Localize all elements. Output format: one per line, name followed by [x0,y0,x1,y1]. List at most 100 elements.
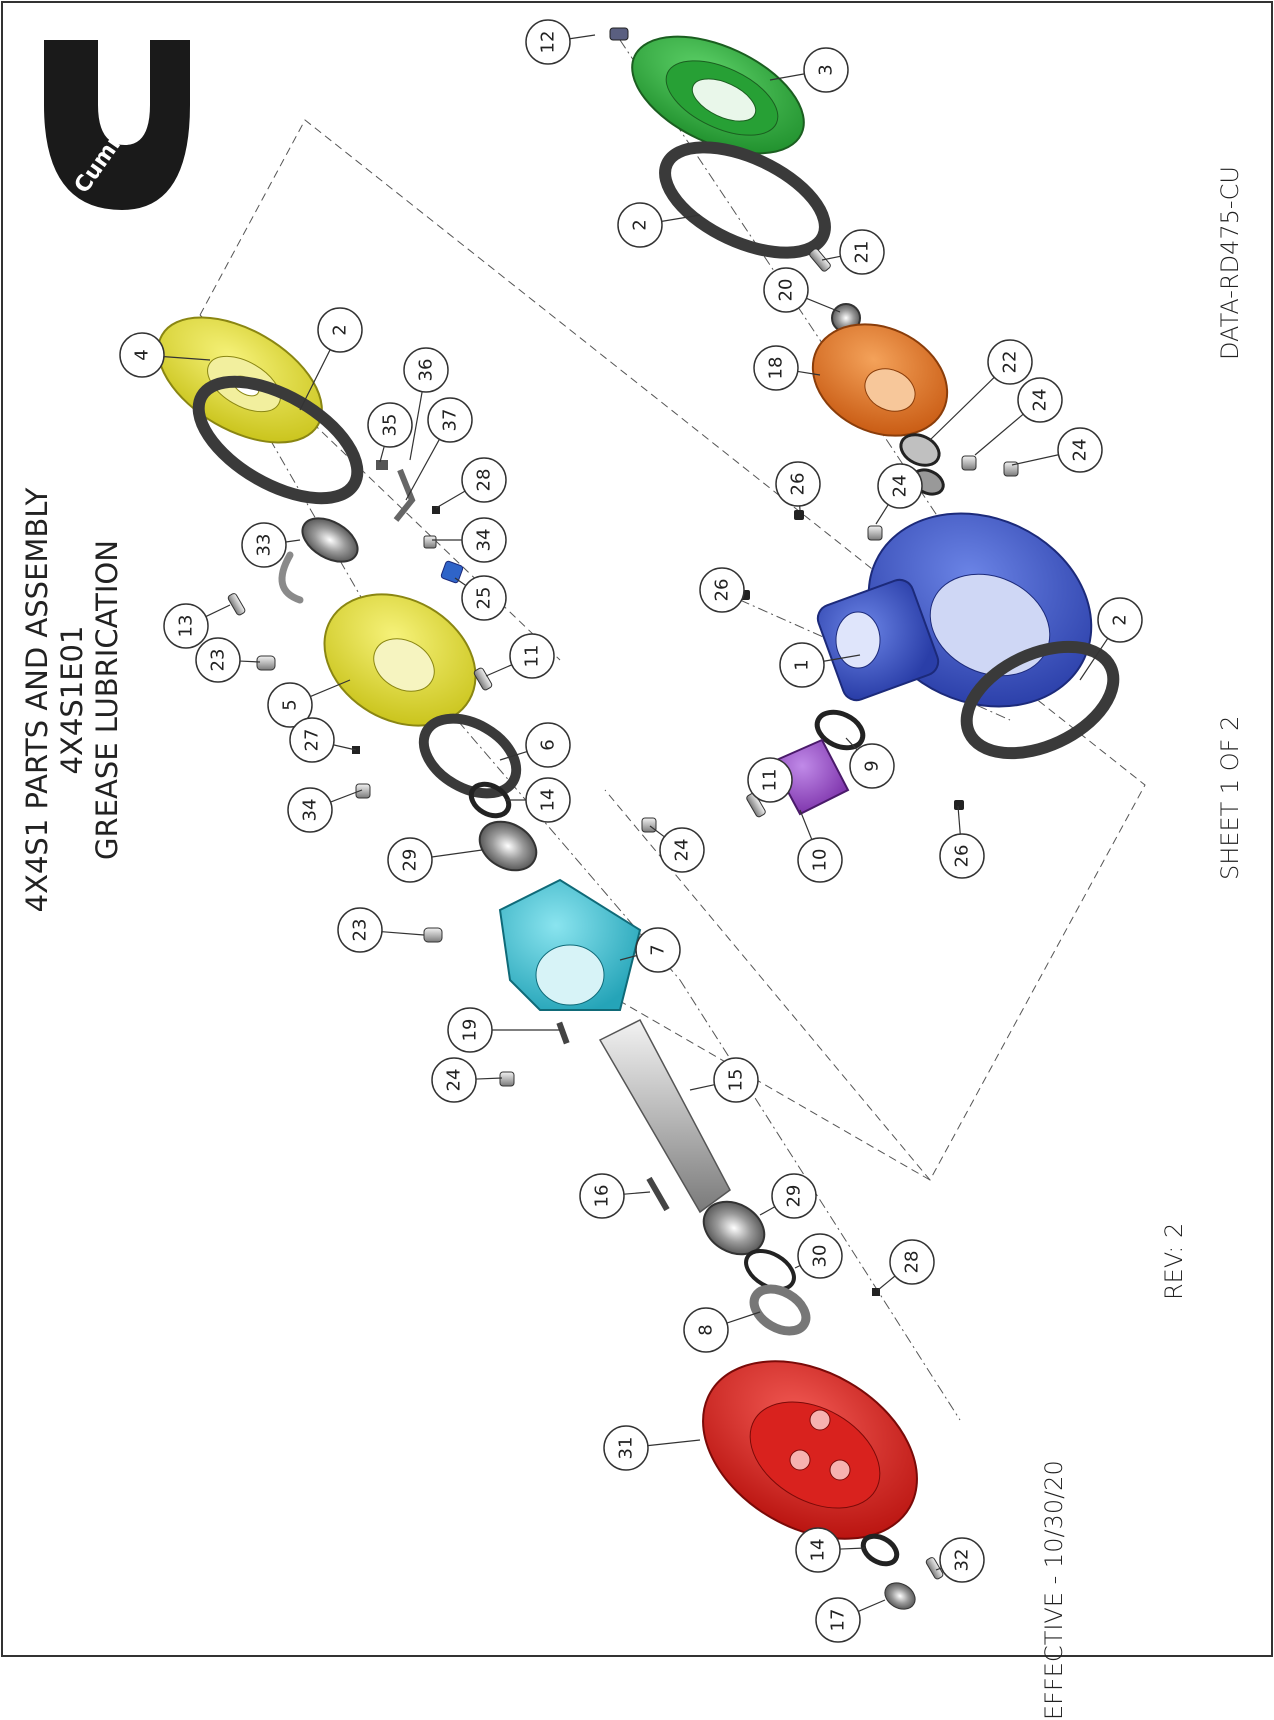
balloon-label: 37 [440,409,461,432]
balloon-item-11: 11 [748,758,792,802]
balloon-item-25: 25 [455,576,506,620]
balloon-label: 1 [792,659,813,670]
balloon-label: 29 [400,849,421,872]
part-23-plug-a [257,656,275,670]
balloon-leader [380,446,384,462]
balloon-leader [432,850,482,857]
balloon-label: 23 [350,919,371,942]
balloon-label: 3 [816,64,837,75]
part-34-fitting-a [424,536,436,548]
balloon-item-30: 30 [795,1234,842,1278]
exploded-assembly-diagram: Cummins [0,0,1274,1658]
balloon-item-27: 27 [290,718,356,762]
part-25-nut [440,560,463,583]
balloon-label: 14 [808,1539,829,1562]
drawing-sheet: Cummins [0,0,1274,1658]
balloon-item-24: 24 [1012,428,1102,472]
balloon-item-15: 15 [690,1058,758,1102]
balloon-leader [806,298,840,312]
balloon-label: 2 [330,324,351,335]
balloon-label: 26 [712,579,733,602]
balloon-label: 24 [444,1069,465,1092]
part-24-plug-a [962,456,976,470]
balloon-leader [858,1600,885,1611]
balloon-label: 18 [766,357,787,380]
balloon-label: 21 [852,241,873,264]
balloon-label: 8 [696,1324,717,1335]
balloon-label: 13 [176,615,197,638]
balloon-leader [876,505,888,524]
balloon-item-31: 31 [604,1426,700,1470]
balloon-item-28: 28 [436,458,506,508]
balloon-item-34: 34 [432,518,506,562]
part-26-plug-c [954,800,964,810]
balloon-item-9: 9 [846,738,894,788]
balloon-leader [727,1312,760,1323]
balloon-item-34: 34 [288,788,362,832]
balloon-item-24: 24 [650,826,704,872]
balloon-label: 4 [132,349,153,360]
revision: REV: 2 [1160,1180,1200,1300]
balloon-item-24: 24 [876,464,922,524]
balloon-label: 11 [522,645,543,668]
balloon-label: 27 [302,729,323,752]
balloon-leader [975,414,1023,455]
title-line-1: 4X4S1 PARTS AND ASSEMBLY [20,440,55,960]
balloon-leader [436,491,465,508]
balloon-leader [690,1085,715,1090]
balloon-leader [760,1207,775,1215]
part-23-plug-b [424,928,442,942]
balloon-item-12: 12 [526,20,595,64]
part-28-plug-a [432,506,440,514]
balloon-item-17: 17 [816,1598,885,1642]
balloon-label: 17 [828,1609,849,1632]
balloon-item-20: 20 [764,268,840,312]
balloon-leader [206,605,230,617]
balloon-item-29: 29 [388,838,482,882]
balloon-item-33: 33 [242,523,300,567]
balloon-item-26: 26 [700,568,744,612]
balloon-label: 26 [788,473,809,496]
balloon-leader [795,1266,800,1268]
balloon-leader [406,439,439,500]
balloon-item-16: 16 [580,1174,650,1218]
balloon-label: 24 [672,839,693,862]
title-line-3: GREASE LUBRICATION [90,440,125,960]
part-26-plug-a [794,510,804,520]
balloon-label: 24 [1070,439,1091,462]
balloon-label: 6 [538,739,559,750]
balloon-label: 9 [862,760,883,771]
title-line-2: 4X4S1E01 [55,440,90,960]
balloon-item-23: 23 [338,908,424,952]
balloon-leader [840,1548,865,1549]
balloon-item-26: 26 [940,806,984,878]
balloon-label: 16 [592,1185,613,1208]
balloon-label: 20 [776,279,797,302]
balloon-label: 24 [1030,389,1051,412]
balloon-label: 14 [538,789,559,812]
balloon-label: 33 [254,534,275,557]
part-24-plug-e [500,1072,514,1086]
part-12-bolt [610,28,628,40]
balloon-label: 26 [952,845,973,868]
balloon-item-23: 23 [196,638,260,682]
part-29-bearing-a [471,812,545,880]
balloon-label: 30 [810,1245,831,1268]
balloon-item-18: 18 [754,346,820,390]
balloon-item-19: 19 [448,1008,560,1052]
balloon-label: 10 [810,849,831,872]
balloon-label: 34 [474,529,495,552]
balloon-label: 15 [726,1069,747,1092]
balloon-item-21: 21 [822,230,884,274]
balloon-leader [958,806,960,834]
balloon-item-24: 24 [975,378,1062,455]
balloon-label: 29 [784,1185,805,1208]
balloon-label: 2 [1110,614,1131,625]
balloon-leader [800,810,812,840]
part-7-bearing-frame [500,880,640,1010]
part-24-plug-c [868,526,882,540]
part-21-bolt [808,248,831,273]
balloon-item-24: 24 [432,1058,502,1102]
balloon-label: 25 [474,587,495,610]
